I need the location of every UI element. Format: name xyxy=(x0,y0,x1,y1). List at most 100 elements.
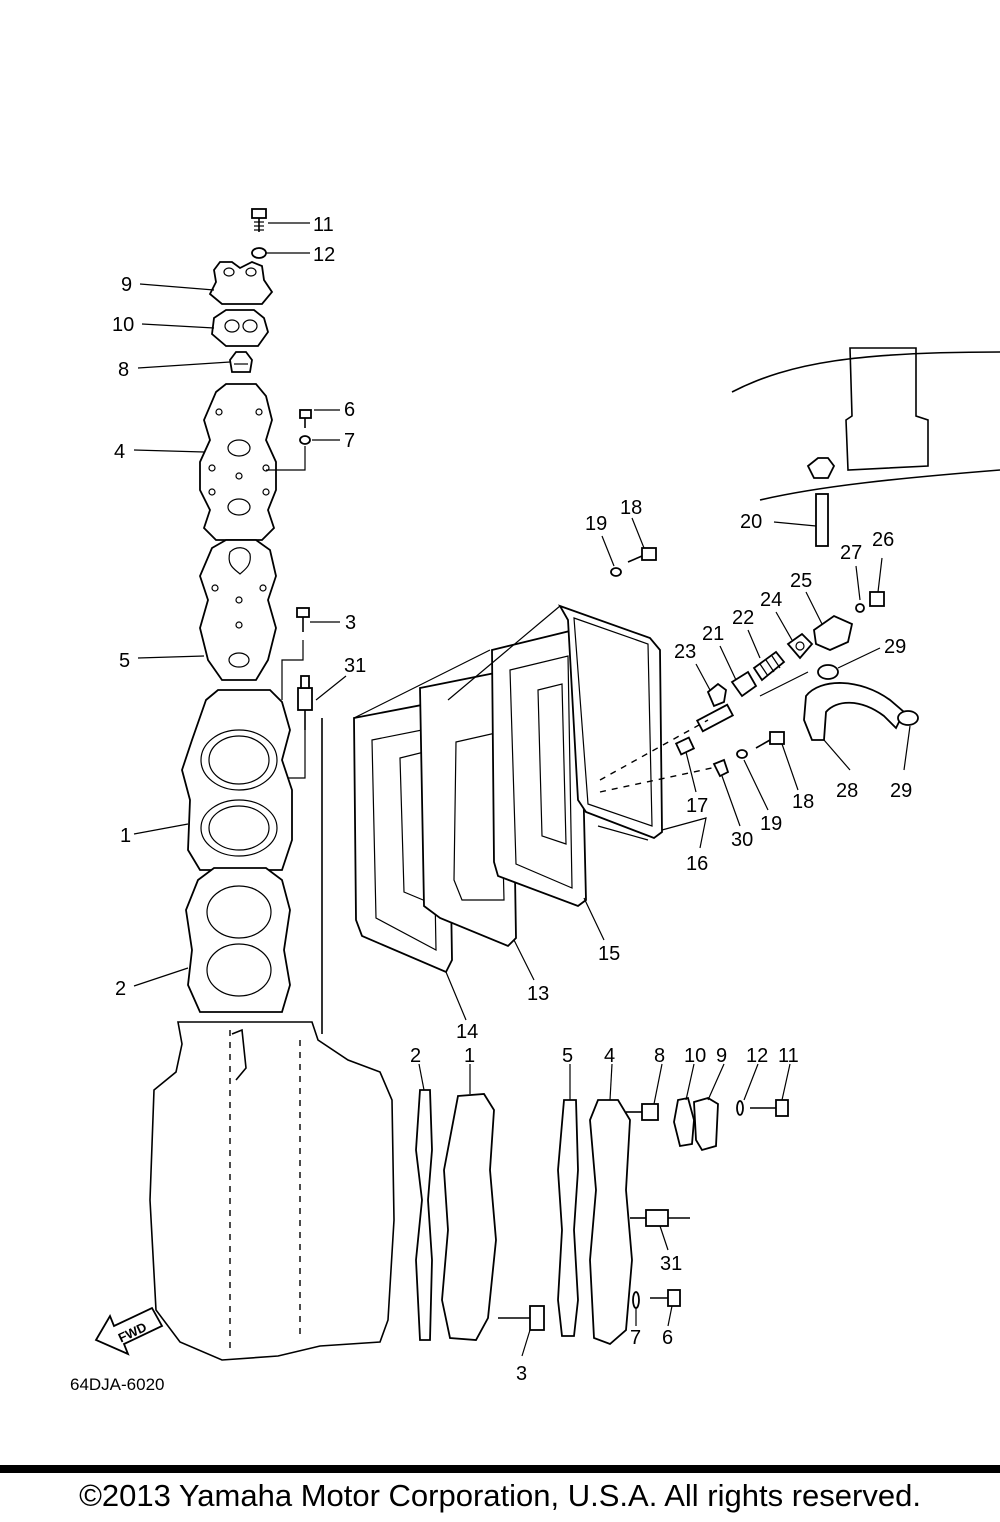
callout-12: 12 xyxy=(313,244,335,266)
copyright-notice: ©2013 Yamaha Motor Corporation, U.S.A. A… xyxy=(79,1478,921,1513)
callout-9: 9 xyxy=(121,274,132,296)
part-9-cover xyxy=(208,261,274,305)
callout-labels: 11 12 9 10 8 6 7 4 5 3 31 1 2 14 13 15 1… xyxy=(112,214,912,1385)
callout-side-9: 9 xyxy=(716,1045,727,1067)
part-16-gasket xyxy=(558,604,663,840)
callout-23: 23 xyxy=(674,641,696,663)
callout-15: 15 xyxy=(598,943,620,965)
part-2-head-gasket xyxy=(185,867,291,1013)
exhaust-plates xyxy=(353,604,663,974)
part-24-gasket xyxy=(786,632,814,660)
callout-side-7: 7 xyxy=(630,1327,641,1349)
callout-side-5: 5 xyxy=(562,1045,573,1067)
callout-8: 8 xyxy=(118,359,129,381)
callout-10: 10 xyxy=(112,314,134,336)
part-1-cylinder-head xyxy=(181,689,293,871)
callout-14: 14 xyxy=(456,1021,478,1043)
part-29-clamp-a xyxy=(817,664,839,680)
side-part-31 xyxy=(630,1209,690,1227)
side-part-12 xyxy=(736,1100,744,1116)
side-part-6 xyxy=(650,1289,681,1307)
callout-side-3: 3 xyxy=(516,1363,527,1385)
callout-11: 11 xyxy=(313,214,334,236)
part-19-washer xyxy=(610,567,622,577)
part-23-grommet xyxy=(706,682,727,708)
part-19b-washer xyxy=(736,749,748,759)
callout-side-8: 8 xyxy=(654,1045,665,1067)
side-part-4 xyxy=(589,1099,633,1346)
cylinder-head-stack xyxy=(149,208,395,1361)
callout-31: 31 xyxy=(344,655,366,677)
part-21-valve xyxy=(730,670,758,698)
diagram-code: 64DJA-6020 xyxy=(70,1375,165,1394)
part-11-bolt xyxy=(251,208,267,232)
side-part-1 xyxy=(441,1093,497,1341)
side-part-5 xyxy=(557,1099,579,1337)
part-12-washer xyxy=(251,247,267,259)
callout-side-11: 11 xyxy=(778,1045,799,1067)
side-part-7 xyxy=(632,1291,640,1309)
part-31-sensor xyxy=(297,675,313,730)
callout-side-4: 4 xyxy=(604,1045,615,1067)
callout-leaders xyxy=(133,222,911,1357)
side-view-parts xyxy=(415,1089,789,1346)
part-17-pipe xyxy=(674,736,696,756)
callout-5: 5 xyxy=(119,650,130,672)
callout-20: 20 xyxy=(740,511,762,533)
callout-27: 27 xyxy=(840,542,862,564)
side-part-3 xyxy=(498,1305,545,1331)
callout-21: 21 xyxy=(702,623,724,645)
side-part-11 xyxy=(750,1099,789,1117)
side-part-8 xyxy=(626,1103,659,1121)
part-27-washer xyxy=(855,603,865,613)
callout-19-lower: 19 xyxy=(760,813,782,835)
callout-25: 25 xyxy=(790,570,812,592)
callout-6: 6 xyxy=(344,399,355,421)
callout-side-2: 2 xyxy=(410,1045,421,1067)
callout-3: 3 xyxy=(345,612,356,634)
callout-side-10: 10 xyxy=(684,1045,706,1067)
part-4-outer-cover xyxy=(199,383,277,541)
thermostat-housing-outline xyxy=(731,347,1000,501)
callout-7: 7 xyxy=(344,430,355,452)
callout-29-upper: 29 xyxy=(884,636,906,658)
part-5-gasket xyxy=(199,539,277,681)
part-3-bolt xyxy=(296,607,310,632)
exploded-parts-diagram: FWD 64DJA-6020 xyxy=(70,208,1000,1394)
callout-18-lower: 18 xyxy=(792,791,814,813)
callout-22: 22 xyxy=(732,607,754,629)
callout-4: 4 xyxy=(114,441,125,463)
callout-13: 13 xyxy=(527,983,549,1005)
callout-29-lower: 29 xyxy=(890,780,912,802)
callout-19-upper: 19 xyxy=(585,513,607,535)
engine-block xyxy=(149,1021,395,1361)
callout-side-6: 6 xyxy=(662,1327,673,1349)
part-22-spring xyxy=(752,650,786,682)
callout-17: 17 xyxy=(686,795,708,817)
part-18-bolt xyxy=(627,547,657,563)
callout-24: 24 xyxy=(760,589,782,611)
part-10-gasket xyxy=(211,309,269,347)
callout-side-31: 31 xyxy=(660,1253,682,1275)
part-29-clamp-b xyxy=(897,710,919,726)
callout-18-upper: 18 xyxy=(620,497,642,519)
part-25-housing xyxy=(813,614,854,651)
callout-26: 26 xyxy=(872,529,894,551)
footer-divider xyxy=(0,1465,1000,1473)
callout-1: 1 xyxy=(120,825,131,847)
callout-16: 16 xyxy=(686,853,708,875)
fwd-arrow-icon: FWD xyxy=(94,1306,164,1356)
part-30-fitting xyxy=(712,758,730,778)
part-18b-bolt xyxy=(755,731,785,749)
callout-28: 28 xyxy=(836,780,858,802)
side-part-2 xyxy=(415,1089,433,1341)
part-20-hose xyxy=(815,493,829,547)
side-part-9 xyxy=(693,1097,719,1152)
part-28-hose xyxy=(803,682,906,741)
valve-parts xyxy=(599,457,919,793)
callout-30: 30 xyxy=(731,829,753,851)
callout-side-1: 1 xyxy=(464,1045,475,1067)
callout-side-12: 12 xyxy=(746,1045,768,1067)
part-7-washer xyxy=(299,435,311,445)
part-26-bolt xyxy=(869,591,885,607)
